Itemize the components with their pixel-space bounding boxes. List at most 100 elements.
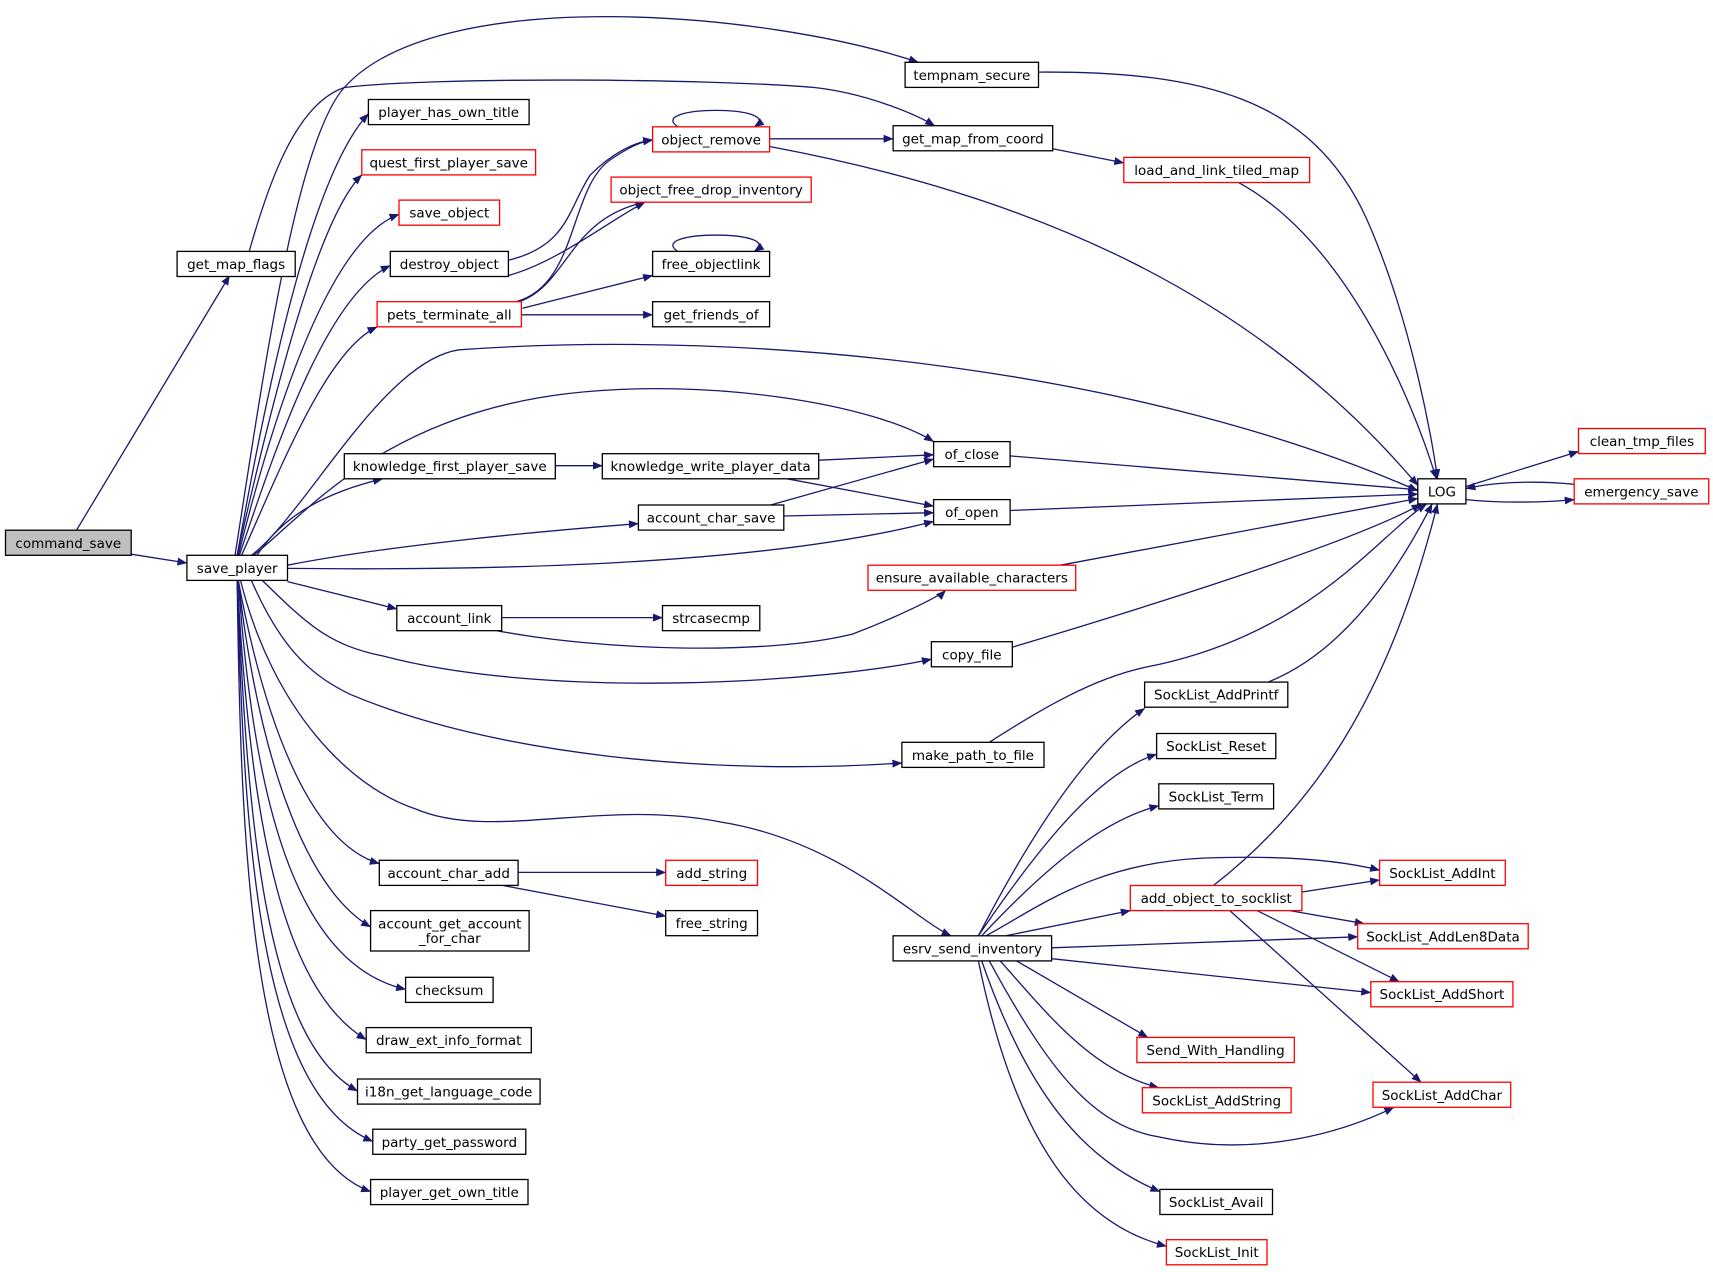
node-knowledge_first_player_save[interactable]: knowledge_first_player_save bbox=[343, 453, 556, 480]
node-account_link[interactable]: account_link bbox=[396, 604, 503, 632]
node-box[interactable] bbox=[1129, 884, 1303, 912]
node-box[interactable] bbox=[867, 564, 1077, 591]
node-command_save[interactable]: command_save bbox=[4, 529, 132, 556]
node-free_string[interactable]: free_string bbox=[665, 909, 759, 937]
node-box[interactable] bbox=[610, 176, 812, 203]
node-box[interactable] bbox=[376, 301, 523, 328]
node-add_object_to_socklist[interactable]: add_object_to_socklist bbox=[1129, 884, 1303, 912]
node-box[interactable] bbox=[356, 1078, 541, 1105]
node-Send_With_Handling[interactable]: Send_With_Handling bbox=[1136, 1036, 1295, 1064]
node-destroy_object[interactable]: destroy_object bbox=[389, 250, 510, 278]
node-box[interactable] bbox=[1372, 1081, 1512, 1108]
node-box[interactable] bbox=[372, 1128, 527, 1155]
node-add_string[interactable]: add_string bbox=[665, 859, 759, 887]
node-box[interactable] bbox=[1357, 923, 1529, 950]
node-box[interactable] bbox=[1123, 156, 1311, 184]
node-of_open[interactable]: of_open bbox=[932, 498, 1011, 526]
node-save_player[interactable]: save_player bbox=[186, 554, 289, 582]
node-box[interactable] bbox=[1577, 427, 1706, 455]
node-object_remove[interactable]: object_remove bbox=[651, 126, 771, 153]
node-SockList_AddString[interactable]: SockList_AddString bbox=[1141, 1087, 1292, 1114]
node-box[interactable] bbox=[343, 453, 556, 480]
node-box[interactable] bbox=[637, 504, 785, 531]
node-box[interactable] bbox=[904, 61, 1040, 89]
node-box[interactable] bbox=[404, 976, 494, 1004]
node-box[interactable] bbox=[396, 604, 503, 632]
node-box[interactable] bbox=[389, 250, 510, 278]
node-box[interactable] bbox=[1141, 1087, 1292, 1114]
node-SockList_Init[interactable]: SockList_Init bbox=[1165, 1239, 1268, 1266]
node-SockList_AddInt[interactable]: SockList_AddInt bbox=[1378, 859, 1506, 887]
node-box[interactable] bbox=[186, 554, 289, 582]
node-of_close[interactable]: of_close bbox=[932, 440, 1011, 468]
node-clean_tmp_files[interactable]: clean_tmp_files bbox=[1577, 427, 1706, 455]
node-account_char_save[interactable]: account_char_save bbox=[637, 504, 785, 531]
node-box[interactable] bbox=[365, 1026, 532, 1054]
node-get_map_from_coord[interactable]: get_map_from_coord bbox=[892, 125, 1054, 152]
node-LOG[interactable]: LOG bbox=[1417, 478, 1467, 505]
node-save_object[interactable]: save_object bbox=[398, 199, 501, 226]
node-box[interactable] bbox=[1370, 981, 1514, 1008]
node-esrv_send_inventory[interactable]: esrv_send_inventory bbox=[892, 935, 1053, 962]
node-box[interactable] bbox=[378, 859, 519, 887]
node-box[interactable] bbox=[651, 250, 771, 278]
node-box[interactable] bbox=[1143, 681, 1289, 708]
node-SockList_Reset[interactable]: SockList_Reset bbox=[1155, 732, 1277, 760]
node-emergency_save[interactable]: emergency_save bbox=[1573, 478, 1710, 505]
node-object_free_drop_inventory[interactable]: object_free_drop_inventory bbox=[610, 176, 812, 203]
node-ensure_available_characters[interactable]: ensure_available_characters bbox=[867, 564, 1077, 591]
node-strcasecmp[interactable]: strcasecmp bbox=[661, 604, 761, 632]
node-box[interactable] bbox=[892, 935, 1053, 962]
node-box[interactable] bbox=[665, 859, 759, 887]
node-box[interactable] bbox=[361, 149, 537, 176]
node-player_get_own_title[interactable]: player_get_own_title bbox=[369, 1178, 529, 1206]
node-box[interactable] bbox=[369, 1178, 529, 1206]
node-copy_file[interactable]: copy_file bbox=[930, 641, 1013, 668]
node-load_and_link_tiled_map[interactable]: load_and_link_tiled_map bbox=[1123, 156, 1311, 184]
node-get_map_flags[interactable]: get_map_flags bbox=[176, 250, 296, 278]
node-tempnam_secure[interactable]: tempnam_secure bbox=[904, 61, 1040, 89]
node-account_char_add[interactable]: account_char_add bbox=[378, 859, 519, 887]
node-box[interactable] bbox=[367, 98, 530, 126]
node-get_friends_of[interactable]: get_friends_of bbox=[651, 301, 771, 328]
node-account_get_account_for_char[interactable]: account_get_account_for_char bbox=[369, 909, 530, 952]
node-box[interactable] bbox=[1165, 1239, 1268, 1266]
node-free_objectlink[interactable]: free_objectlink bbox=[651, 250, 771, 278]
node-box[interactable] bbox=[176, 250, 296, 278]
node-box[interactable] bbox=[892, 125, 1054, 152]
node-box[interactable] bbox=[665, 909, 759, 937]
node-SockList_Term[interactable]: SockList_Term bbox=[1158, 783, 1275, 810]
node-party_get_password[interactable]: party_get_password bbox=[372, 1128, 527, 1155]
node-box[interactable] bbox=[661, 604, 761, 632]
node-knowledge_write_player_data[interactable]: knowledge_write_player_data bbox=[601, 453, 820, 480]
node-box[interactable] bbox=[601, 453, 820, 480]
node-i18n_get_language_code[interactable]: i18n_get_language_code bbox=[356, 1078, 541, 1105]
node-box[interactable] bbox=[1158, 783, 1275, 810]
node-SockList_Avail[interactable]: SockList_Avail bbox=[1159, 1188, 1274, 1216]
node-box[interactable] bbox=[651, 301, 771, 328]
node-SockList_AddChar[interactable]: SockList_AddChar bbox=[1372, 1081, 1512, 1108]
node-box[interactable] bbox=[1378, 859, 1506, 887]
node-box[interactable] bbox=[1155, 732, 1277, 760]
node-SockList_AddPrintf[interactable]: SockList_AddPrintf bbox=[1143, 681, 1289, 708]
node-SockList_AddShort[interactable]: SockList_AddShort bbox=[1370, 981, 1514, 1008]
node-box[interactable] bbox=[1159, 1188, 1274, 1216]
node-box[interactable] bbox=[932, 498, 1011, 526]
node-checksum[interactable]: checksum bbox=[404, 976, 494, 1004]
node-box[interactable] bbox=[1417, 478, 1467, 505]
node-box[interactable] bbox=[398, 199, 501, 226]
node-box[interactable] bbox=[932, 440, 1011, 468]
node-draw_ext_info_format[interactable]: draw_ext_info_format bbox=[365, 1026, 532, 1054]
node-SockList_AddLen8Data[interactable]: SockList_AddLen8Data bbox=[1357, 923, 1529, 950]
node-box[interactable] bbox=[901, 741, 1045, 769]
node-box[interactable] bbox=[4, 529, 132, 556]
node-box[interactable] bbox=[1136, 1036, 1295, 1064]
node-box[interactable] bbox=[369, 909, 530, 952]
node-box[interactable] bbox=[1573, 478, 1710, 505]
node-pets_terminate_all[interactable]: pets_terminate_all bbox=[376, 301, 523, 328]
node-box[interactable] bbox=[930, 641, 1013, 668]
node-box[interactable] bbox=[651, 126, 771, 153]
node-player_has_own_title[interactable]: player_has_own_title bbox=[367, 98, 530, 126]
node-quest_first_player_save[interactable]: quest_first_player_save bbox=[361, 149, 537, 176]
node-make_path_to_file[interactable]: make_path_to_file bbox=[901, 741, 1045, 769]
